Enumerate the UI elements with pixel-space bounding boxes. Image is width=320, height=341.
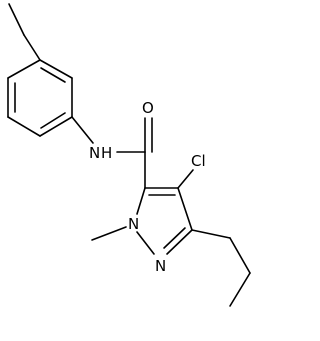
- bond-c3-n2-double: [163, 227, 186, 249]
- atom-n-amide: N: [89, 144, 100, 162]
- bond-benzene-double-2: [40, 112, 66, 129]
- atom-h-amide: H: [101, 144, 112, 162]
- atom-n1: N: [128, 215, 139, 233]
- atom-cl: Cl: [191, 152, 206, 170]
- bond-ring-n-amide: [71, 116, 94, 144]
- bond-n2-n1: [136, 231, 155, 255]
- bond-ethyl-ch3-ch2: [8, 3, 25, 36]
- bond-benzene-1: [39, 59, 73, 79]
- bond-n1-methyl: [91, 226, 127, 241]
- bond-benzene-4: [7, 116, 41, 137]
- bond-c4-cl: [177, 169, 194, 189]
- molecule-structure: N H O Cl N N: [7, 3, 251, 307]
- bond-propyl-3: [229, 272, 251, 307]
- bond-benzene-3: [39, 116, 73, 137]
- bond-ethyl-ch2-ring: [23, 34, 41, 61]
- bond-n1-c5: [136, 187, 146, 215]
- bond-benzene-6: [7, 59, 41, 79]
- atom-o-carbonyl: O: [142, 99, 154, 117]
- bond-c4-c3: [177, 187, 193, 231]
- bond-propyl-1: [191, 229, 231, 239]
- bond-benzene-double-1: [40, 67, 66, 83]
- bond-propyl-2: [229, 237, 251, 274]
- bond-c3-n2: [166, 229, 193, 255]
- atom-n2: N: [155, 257, 166, 275]
